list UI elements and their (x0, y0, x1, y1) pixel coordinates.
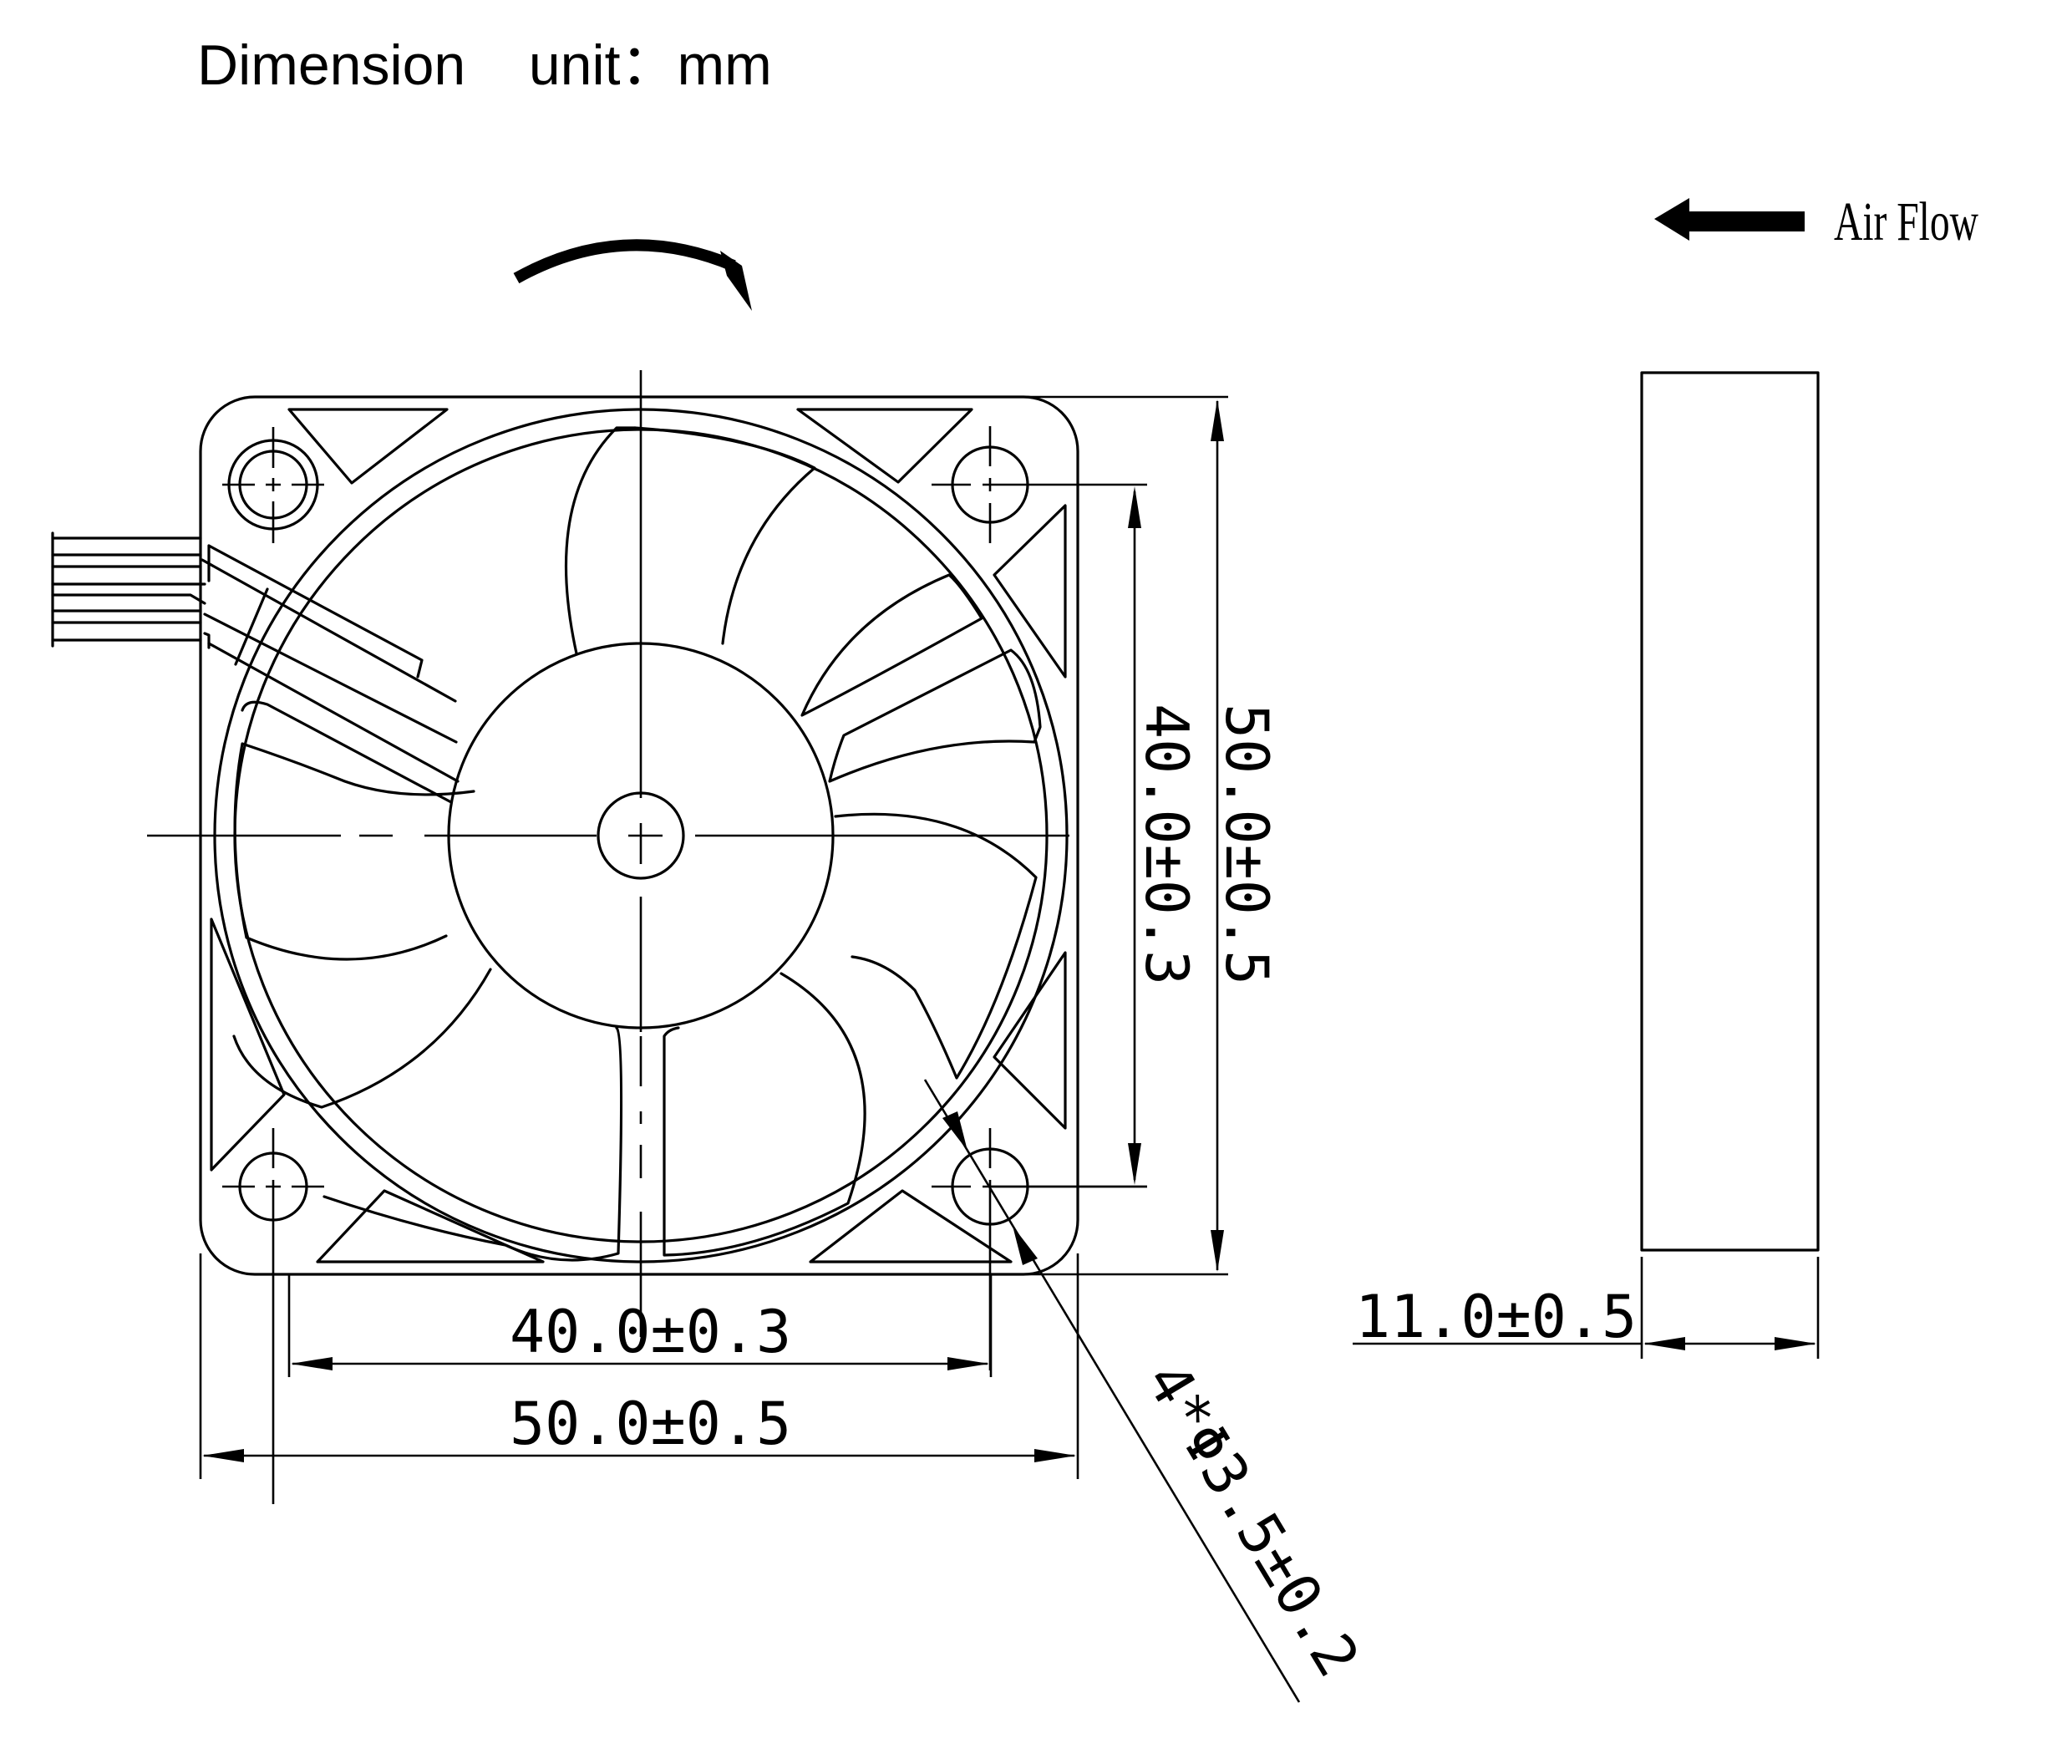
corner-triangle (287, 408, 449, 485)
dim-horizontal-hole-spacing: 40.0±0.3 (287, 1274, 993, 1377)
dim-text-horizontal-40: 40.0±0.3 (510, 1298, 791, 1366)
fan-blades (232, 426, 1042, 1262)
corner-triangle (210, 918, 286, 1172)
airflow-label: Air Flow (1834, 191, 1978, 252)
dim-horizontal-frame: 50.0±0.5 (199, 1253, 1079, 1479)
corner-triangle (993, 951, 1067, 1130)
corner-triangle (316, 1189, 545, 1263)
page-title: Dimension unit：mm (197, 18, 772, 101)
wire-channel (201, 544, 460, 783)
fan-front-view (51, 370, 1228, 1504)
mounting-hole-bottom-left (222, 1128, 324, 1504)
dim-text-hole-diameter: 4*Φ3.5±0.2 (1132, 1351, 1372, 1688)
corner-triangle (993, 504, 1067, 679)
left-arrow-icon (1654, 198, 1805, 241)
dim-text-vertical-40: 40.0±0.3 (1132, 704, 1201, 985)
dim-text-thickness: 11.0±0.5 (1355, 1283, 1637, 1351)
mounting-hole-bottom-right (932, 1128, 1147, 1370)
dim-vertical-hole-spacing: 40.0±0.3 (991, 486, 1201, 1188)
mounting-hole-top-right (932, 426, 1147, 543)
dim-vertical-frame: 50.0±0.5 (1211, 399, 1281, 1272)
clockwise-rotation-arrow-icon (513, 239, 752, 311)
wire-leads (51, 531, 206, 648)
unit-label: unit：mm (528, 33, 772, 97)
side-profile (1640, 371, 1820, 1252)
mounting-hole-top-left (222, 427, 324, 543)
dim-text-vertical-50: 50.0±0.5 (1212, 704, 1281, 985)
corner-triangle (796, 408, 973, 484)
hub-center-mark (628, 823, 663, 864)
dim-hole-diameter: 4*Φ3.5±0.2 (923, 1079, 1373, 1703)
dim-text-horizontal-50: 50.0±0.5 (510, 1390, 791, 1458)
fan-side-view: 11.0±0.5 (1353, 371, 1820, 1359)
title-text: Dimension (197, 33, 466, 97)
corner-triangle (809, 1189, 1013, 1263)
